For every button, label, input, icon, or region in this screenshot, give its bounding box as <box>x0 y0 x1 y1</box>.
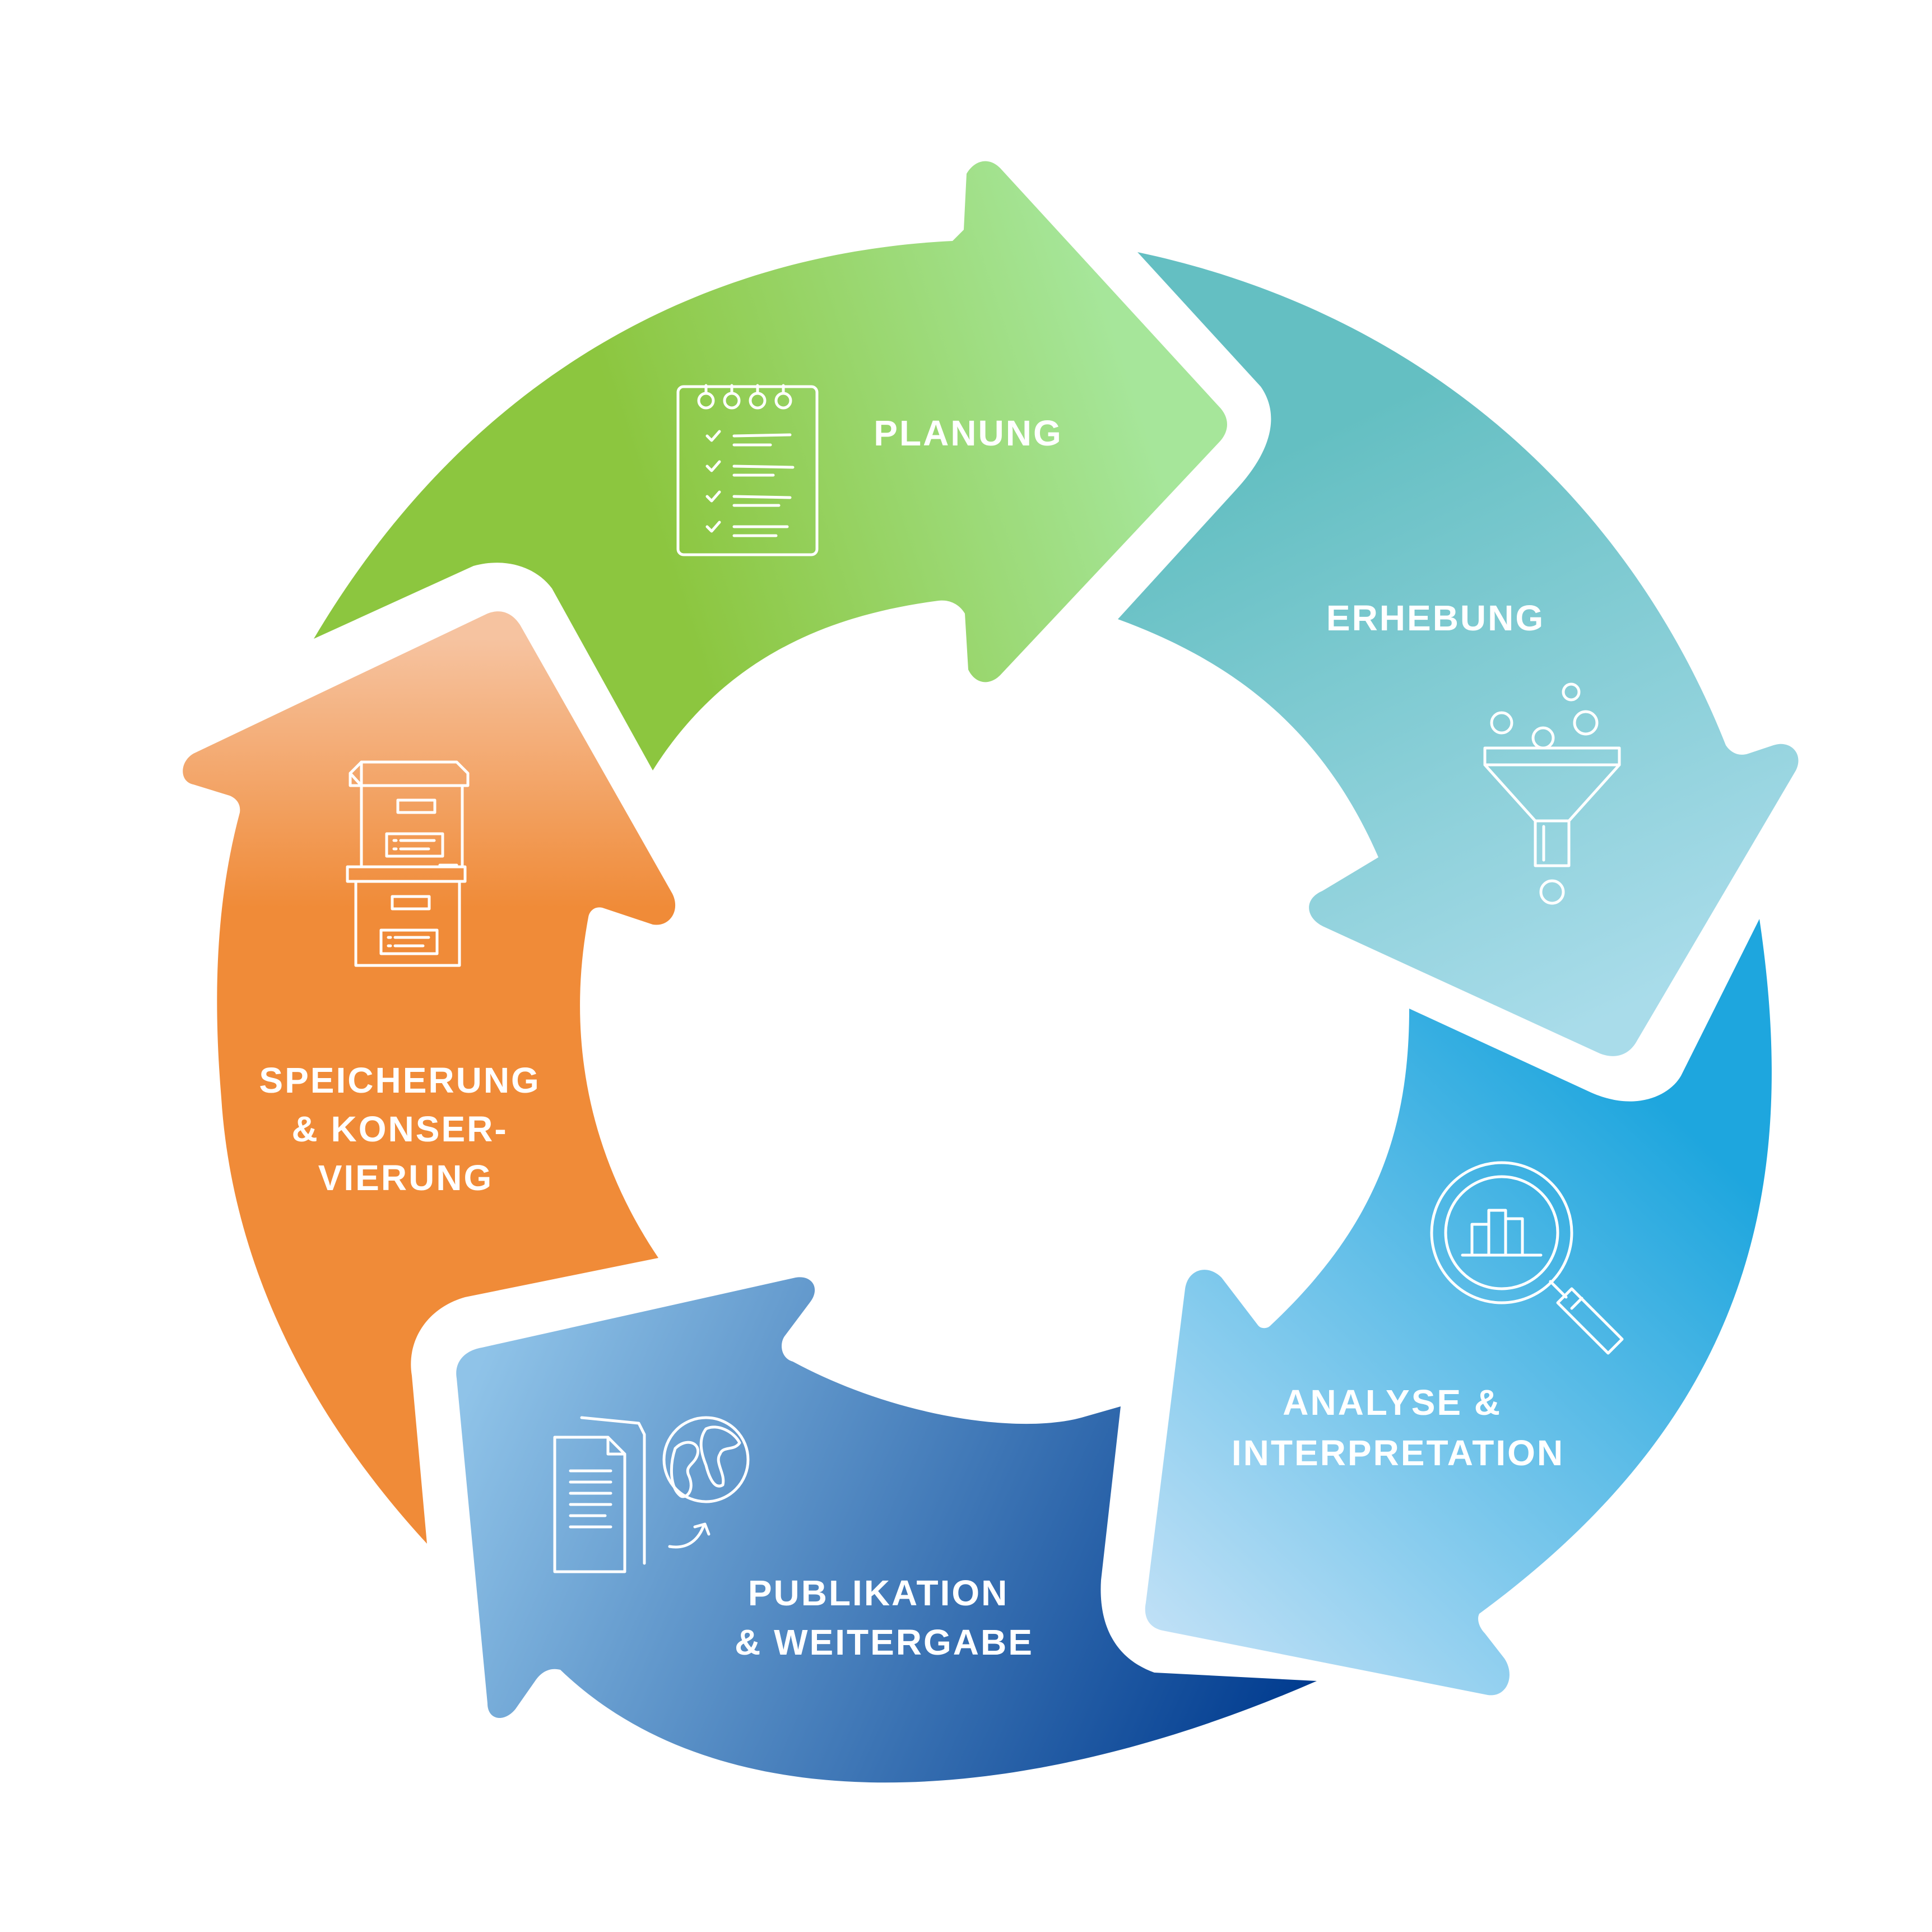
speicherung-label-line-2: & KONSER- <box>292 1109 508 1149</box>
analyse-label: ANALYSE & INTERPRETATION <box>1232 1382 1564 1473</box>
speicherung-label-line-3: VIERUNG <box>318 1158 494 1198</box>
stage-analyse <box>1145 919 1772 1696</box>
publikation-label-line-1: PUBLIKATION <box>748 1573 1009 1613</box>
erhebung-label-line: ERHEBUNG <box>1326 598 1545 638</box>
stage-publikation <box>456 1277 1317 1783</box>
stage-erhebung <box>1118 252 1799 1056</box>
speicherung-label: SPEICHERUNG & KONSER- VIERUNG <box>259 1060 552 1198</box>
funnel-icon <box>1483 682 1621 905</box>
planung-label: PLANUNG <box>874 413 1062 453</box>
stage-speicherung <box>183 611 676 1544</box>
analyse-label-line-2: INTERPRETATION <box>1232 1433 1564 1473</box>
publikation-arrow <box>456 1277 1317 1783</box>
erhebung-arrow <box>1118 252 1799 1056</box>
checklist-notepad-icon <box>676 384 819 556</box>
analyse-arrow <box>1145 919 1772 1696</box>
speicherung-arrow <box>183 611 676 1544</box>
publikation-label: PUBLIKATION & WEITERGABE <box>735 1573 1034 1662</box>
archive-boxes-icon <box>346 760 470 967</box>
documents-globe-icon <box>553 1416 750 1573</box>
speicherung-label-line-1: SPEICHERUNG <box>259 1060 540 1100</box>
publikation-label-line-2: & WEITERGABE <box>735 1622 1034 1662</box>
planung-label-line: PLANUNG <box>874 413 1062 453</box>
erhebung-label: ERHEBUNG <box>1326 598 1545 638</box>
magnifier-chart-icon <box>1430 1161 1624 1355</box>
stage-planung <box>314 161 1227 770</box>
analyse-label-line-1: ANALYSE & <box>1283 1382 1502 1423</box>
